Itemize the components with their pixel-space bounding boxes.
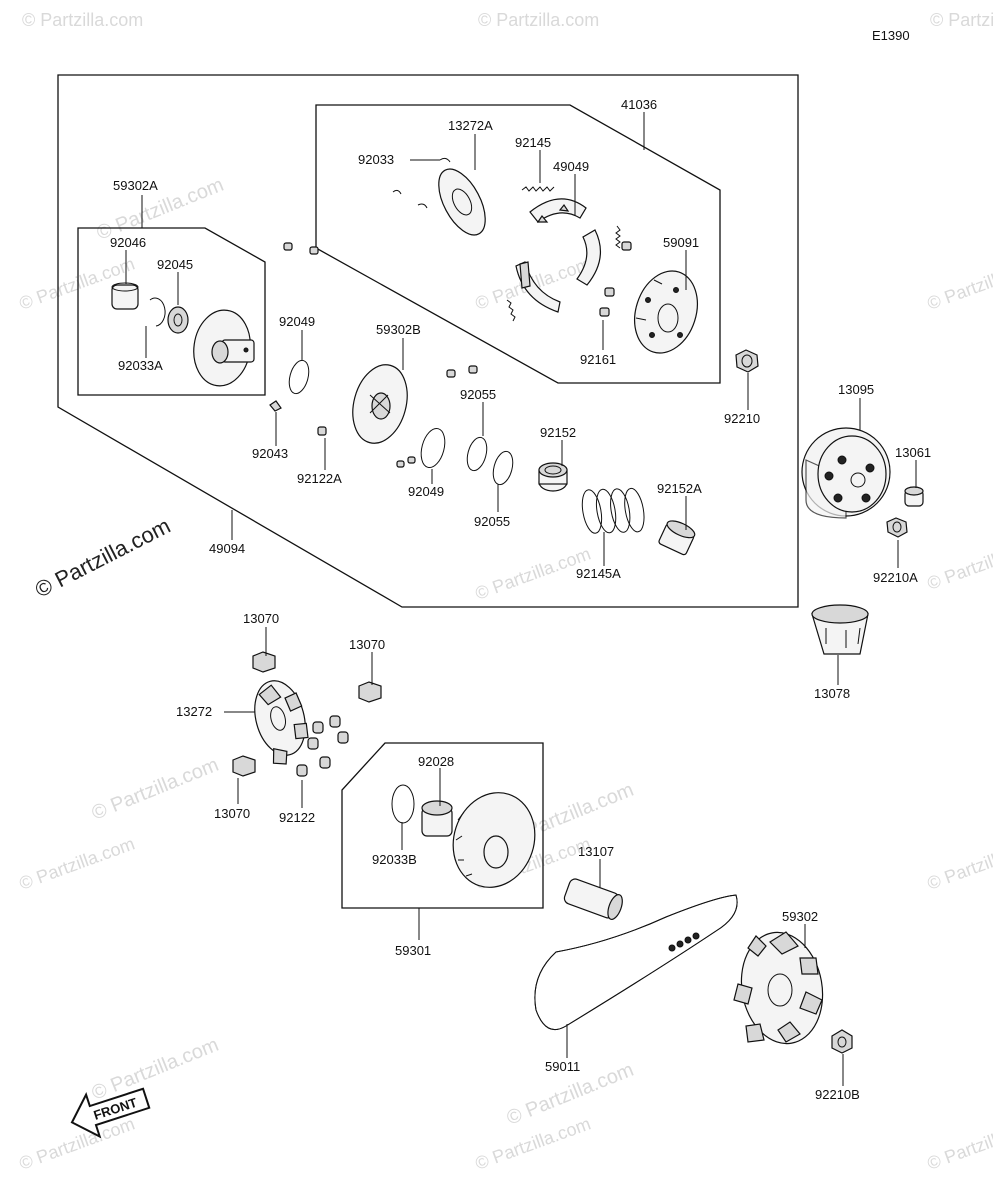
leader-lines bbox=[125, 112, 917, 1086]
ramp-plate-parts bbox=[232, 651, 382, 777]
callout-59091[interactable]: 59091 bbox=[663, 235, 699, 250]
watermark: © Partzilla.com bbox=[925, 833, 993, 893]
callout-92033B[interactable]: 92033B bbox=[372, 852, 417, 867]
secondary-pulley-parts bbox=[269, 242, 759, 556]
callout-13070-top[interactable]: 13070 bbox=[243, 611, 279, 626]
watermark: © Partzilla.com bbox=[925, 1113, 993, 1173]
callout-13107[interactable]: 13107 bbox=[578, 844, 614, 859]
callout-92046[interactable]: 92046 bbox=[110, 235, 146, 250]
callout-92045[interactable]: 92045 bbox=[157, 257, 193, 272]
callout-59302[interactable]: 59302 bbox=[782, 909, 818, 924]
clutch-housing-parts bbox=[801, 427, 924, 655]
callout-92033A[interactable]: 92033A bbox=[118, 358, 163, 373]
callout-92055-lower[interactable]: 92055 bbox=[474, 514, 510, 529]
callout-59011[interactable]: 59011 bbox=[545, 1059, 580, 1074]
drive-pulley-assembly bbox=[111, 282, 255, 387]
callout-92152A[interactable]: 92152A bbox=[657, 481, 702, 496]
callout-92049-lower[interactable]: 92049 bbox=[408, 484, 444, 499]
watermark: © Partzilla.com bbox=[17, 833, 138, 893]
watermark: © Partzilla.com bbox=[473, 1113, 594, 1173]
callout-92122A[interactable]: 92122A bbox=[297, 471, 342, 486]
watermark: © Partzilla.com bbox=[89, 1034, 222, 1105]
callout-92152[interactable]: 92152 bbox=[540, 425, 576, 440]
callout-13272A[interactable]: 13272A bbox=[448, 118, 493, 133]
watermark: © Partzilla.com bbox=[925, 253, 993, 313]
watermark: © Partzilla.com bbox=[478, 10, 599, 30]
callout-59301[interactable]: 59301 bbox=[395, 943, 431, 958]
callout-59302B[interactable]: 59302B bbox=[376, 322, 421, 337]
callout-92210B[interactable]: 92210B bbox=[815, 1087, 860, 1102]
box-49094 bbox=[57, 74, 799, 608]
drive-belt bbox=[534, 894, 738, 1030]
diagram-code: E1390 bbox=[872, 28, 910, 43]
front-arrow: FRONT bbox=[70, 1087, 151, 1139]
callout-49094[interactable]: 49094 bbox=[209, 541, 245, 556]
watermarks: © Partzilla.com © Partzilla.com © Partzi… bbox=[17, 10, 993, 1174]
callout-49049[interactable]: 49049 bbox=[553, 159, 589, 174]
box-59302A bbox=[77, 227, 266, 396]
callout-92049-upper[interactable]: 92049 bbox=[279, 314, 315, 329]
box-59301 bbox=[341, 742, 544, 909]
callout-13070-right[interactable]: 13070 bbox=[349, 637, 385, 652]
callout-92210A[interactable]: 92210A bbox=[873, 570, 918, 585]
callout-13070-bottom[interactable]: 13070 bbox=[214, 806, 250, 821]
callout-92145[interactable]: 92145 bbox=[515, 135, 551, 150]
clutch-shoe-assembly bbox=[392, 157, 698, 354]
driven-pulley-parts bbox=[391, 784, 623, 921]
fan-pulley bbox=[733, 931, 853, 1054]
watermark: © Partzilla.com bbox=[22, 10, 143, 30]
callout-59302A[interactable]: 59302A bbox=[113, 178, 158, 193]
callout-13095[interactable]: 13095 bbox=[838, 382, 874, 397]
callout-13061[interactable]: 13061 bbox=[895, 445, 931, 460]
callout-92210[interactable]: 92210 bbox=[724, 411, 760, 426]
callout-92145A[interactable]: 92145A bbox=[576, 566, 621, 581]
watermark: © Partzilla.com bbox=[930, 10, 993, 30]
callout-92161[interactable]: 92161 bbox=[580, 352, 616, 367]
callout-92055-upper[interactable]: 92055 bbox=[460, 387, 496, 402]
callout-92122[interactable]: 92122 bbox=[279, 810, 315, 825]
callout-41036[interactable]: 41036 bbox=[621, 97, 657, 112]
part-callouts: 41036 13272A 92033 92145 49049 59091 921… bbox=[110, 97, 931, 1102]
watermark: © Partzilla.com bbox=[925, 533, 993, 593]
callout-92033[interactable]: 92033 bbox=[358, 152, 394, 167]
watermark: © Partzilla.com bbox=[89, 754, 222, 825]
callout-92043[interactable]: 92043 bbox=[252, 446, 288, 461]
callout-13272[interactable]: 13272 bbox=[176, 704, 212, 719]
callout-13078[interactable]: 13078 bbox=[814, 686, 850, 701]
watermark-large: © Partzilla.com bbox=[31, 513, 174, 603]
callout-92028[interactable]: 92028 bbox=[418, 754, 454, 769]
